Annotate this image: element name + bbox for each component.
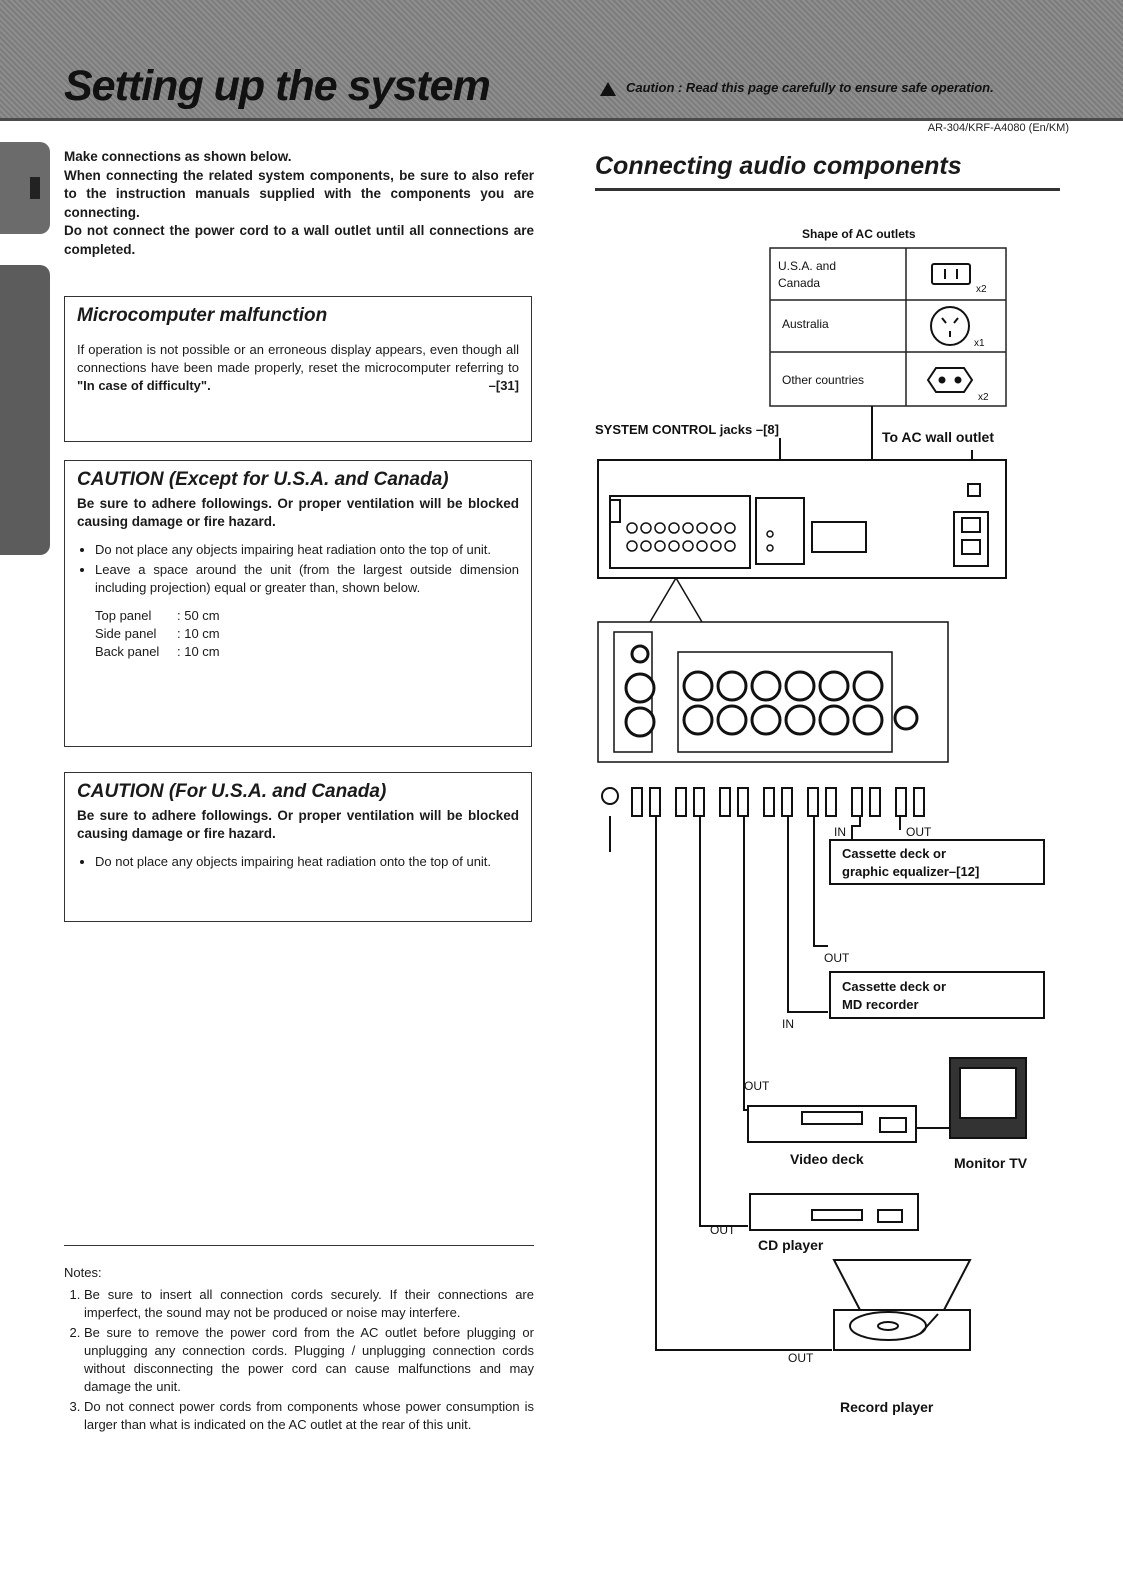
caution-usa-box: CAUTION (For U.S.A. and Canada) Be sure …	[64, 772, 532, 922]
video-deck-label: Video deck	[790, 1151, 864, 1167]
outlet-count: x2	[978, 392, 989, 403]
out-label: OUT	[906, 825, 932, 839]
cassette-eq-label-2: graphic equalizer–[12]	[842, 864, 979, 879]
list-item: Do not place any objects impairing heat …	[95, 541, 519, 559]
dim-row: Side panel : 10 cm	[95, 625, 519, 643]
caution-except-warning: Be sure to adhere followings. Or proper …	[77, 496, 519, 529]
section-rule	[595, 188, 1060, 191]
microcomputer-link: "In case of difficulty".	[77, 378, 211, 393]
intro-line-1: Make connections as shown below.	[64, 149, 292, 164]
cassette-md-box	[829, 971, 1045, 1019]
side-tab-top	[0, 142, 50, 234]
cassette-eq-box	[829, 839, 1045, 885]
dim-label: Back panel	[95, 644, 160, 659]
intro-line-3: Do not connect the power cord to a wall …	[64, 223, 534, 257]
section-title: Connecting audio components	[595, 152, 962, 180]
caution-usa-warning: Be sure to adhere followings. Or proper …	[77, 808, 519, 841]
header-caution: Caution : Read this page carefully to en…	[600, 80, 994, 96]
side-tab-section	[0, 265, 50, 555]
outlet-table	[769, 247, 1007, 407]
terminal-jacks	[624, 644, 919, 738]
intro-line-2: When connecting the related system compo…	[64, 167, 534, 220]
microcomputer-body: If operation is not possible or an erron…	[77, 341, 519, 395]
outlet-region: Australia	[782, 317, 829, 331]
microcomputer-box: Microcomputer malfunction If operation i…	[64, 296, 532, 442]
record-player-label: Record player	[840, 1399, 934, 1415]
note-item: Be sure to remove the power cord from th…	[84, 1324, 534, 1396]
caution-usa-title: CAUTION (For U.S.A. and Canada)	[77, 781, 387, 802]
in-label: IN	[782, 1017, 794, 1031]
outlets-heading: Shape of AC outlets	[802, 227, 916, 241]
caution-except-list: Do not place any objects impairing heat …	[77, 541, 519, 597]
caution-usa-list: Do not place any objects impairing heat …	[77, 853, 519, 871]
out-label: OUT	[710, 1223, 736, 1237]
note-item: Be sure to insert all connection cords s…	[84, 1286, 534, 1322]
page-ref: –[31]	[488, 378, 519, 393]
notes-section: Notes: Be sure to insert all connection …	[64, 1245, 534, 1436]
outlet-australia-icon	[930, 306, 970, 346]
intro-text: Make connections as shown below. When co…	[64, 148, 534, 259]
microcomputer-title: Microcomputer malfunction	[77, 305, 328, 326]
outlet-count: x1	[974, 338, 985, 349]
caution-except-box: CAUTION (Except for U.S.A. and Canada) B…	[64, 460, 532, 747]
out-label: OUT	[824, 951, 850, 965]
dim-row: Back panel : 10 cm	[95, 643, 519, 661]
record-player-icon	[832, 1259, 972, 1351]
notes-heading: Notes:	[64, 1265, 102, 1280]
cd-player-icon	[749, 1193, 919, 1231]
monitor-tv-icon	[949, 1057, 1027, 1139]
note-item: Do not connect power cords from componen…	[84, 1398, 534, 1434]
outlet-count: x2	[976, 284, 987, 295]
cd-player-label: CD player	[758, 1237, 824, 1253]
notes-list: Be sure to insert all connection cords s…	[64, 1286, 534, 1434]
dim-value: : 50 cm	[177, 608, 220, 623]
cassette-eq-label-1: Cassette deck or	[842, 846, 946, 861]
dim-value: : 10 cm	[177, 626, 220, 641]
outlet-usa-icon	[931, 263, 971, 285]
list-item: Leave a space around the unit (from the …	[95, 561, 519, 597]
amplifier-rear-panel	[597, 459, 1007, 579]
outlet-region: Other countries	[782, 373, 864, 387]
in-label: IN	[834, 825, 846, 839]
monitor-tv-label: Monitor TV	[954, 1155, 1028, 1171]
microcomputer-text: If operation is not possible or an erron…	[77, 342, 519, 375]
video-deck-icon	[747, 1105, 917, 1143]
cassette-md-label-2: MD recorder	[842, 997, 919, 1012]
tab-notch	[30, 177, 40, 199]
zoom-callout	[597, 577, 949, 763]
model-code: AR-304/KRF-A4080 (En/KM)	[927, 122, 1069, 134]
out-label: OUT	[744, 1079, 770, 1093]
dim-label: Top panel	[95, 608, 152, 623]
page-header: Setting up the system Caution : Read thi…	[0, 0, 1123, 121]
outlet-region: U.S.A. and	[778, 259, 836, 273]
cassette-md-label-1: Cassette deck or	[842, 979, 946, 994]
dim-label: Side panel	[95, 626, 157, 641]
rear-jacks	[626, 522, 774, 552]
rca-plugs	[601, 787, 925, 817]
header-caution-text: Caution : Read this page carefully to en…	[626, 80, 994, 95]
ac-wall-label: To AC wall outlet	[882, 429, 994, 445]
out-label: OUT	[788, 1351, 814, 1365]
page-title: Setting up the system	[64, 62, 491, 110]
caution-except-title: CAUTION (Except for U.S.A. and Canada)	[77, 469, 449, 490]
clearance-dims: Top panel : 50 cm Side panel : 10 cm Back …	[95, 607, 519, 661]
connection-diagram: Shape of AC outlets U.S.A. and Canada Au…	[595, 227, 1045, 1415]
dim-row: Top panel : 50 cm	[95, 607, 519, 625]
warning-icon	[600, 81, 616, 96]
dim-value: : 10 cm	[177, 644, 220, 659]
outlet-europe-icon	[926, 367, 974, 393]
list-item: Do not place any objects impairing heat …	[95, 853, 519, 871]
outlet-region-2: Canada	[778, 276, 820, 290]
system-control-label: SYSTEM CONTROL jacks –[8]	[595, 422, 779, 437]
